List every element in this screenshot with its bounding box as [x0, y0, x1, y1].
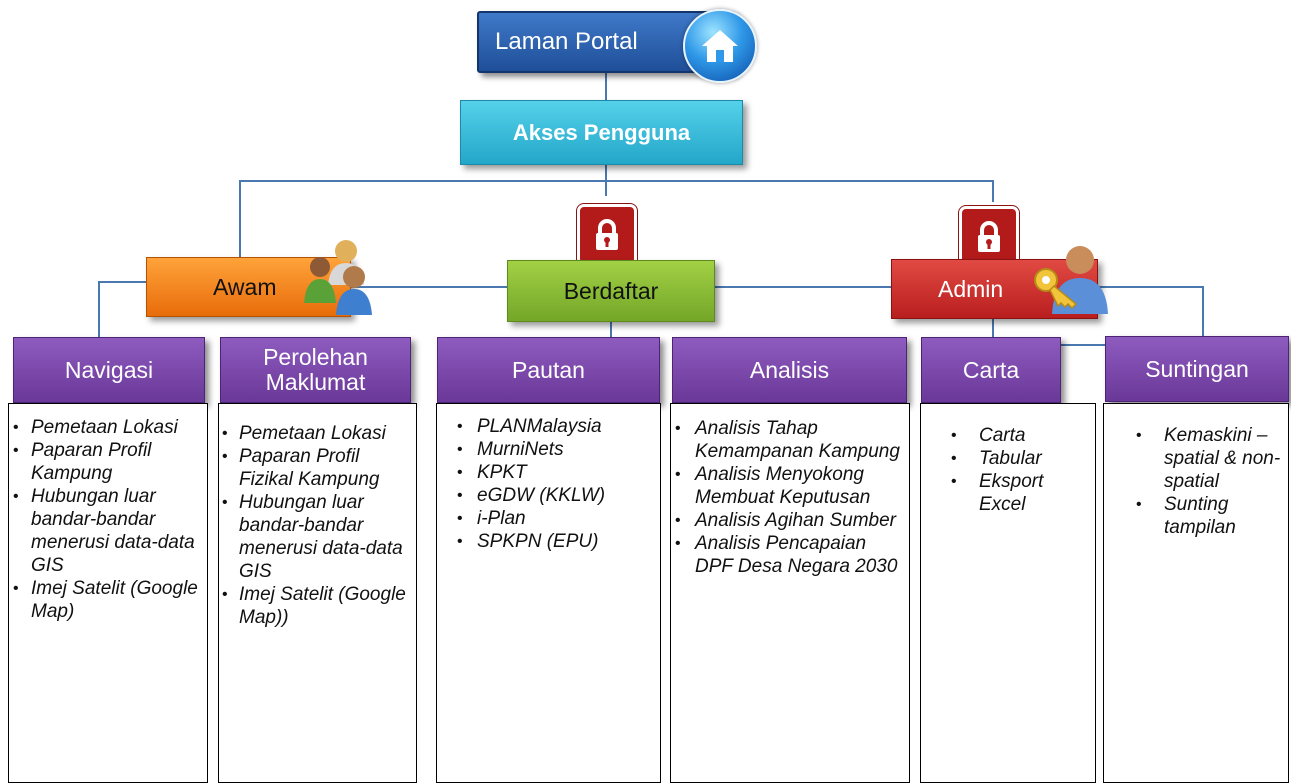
list-item: SPKPN (EPU)	[437, 530, 660, 553]
module-suntingan-header: Suntingan	[1105, 336, 1289, 402]
module-perolehan-header: Perolehan Maklumat	[220, 337, 411, 403]
portal-label: Laman Portal	[495, 28, 638, 55]
module-title: Carta	[962, 356, 1020, 383]
list-item: Kemaskini – spatial & non-spatial	[1104, 424, 1288, 493]
list-item: Tabular	[921, 447, 1095, 470]
module-carta-panel: Carta Tabular Eksport Excel	[920, 403, 1096, 783]
list-item: Analisis Pencapaian DPF Desa Negara 2030	[671, 532, 909, 578]
module-analisis-header: Analisis	[672, 337, 907, 403]
role-registered-label: Berdaftar	[563, 277, 659, 304]
admin-key-icon	[1034, 246, 1108, 314]
module-pautan-header: Pautan	[437, 337, 660, 403]
list-item: Sunting tampilan	[1104, 493, 1288, 539]
access-label: Akses Pengguna	[512, 119, 691, 145]
list-item: Analisis Menyokong Membuat Keputusan	[671, 463, 909, 509]
list-item: MurniNets	[437, 438, 660, 461]
portal-node: Laman Portal	[477, 9, 757, 83]
module-analisis-panel: Analisis Tahap Kemampanan Kampung Analis…	[670, 403, 910, 783]
list-item: PLANMalaysia	[437, 415, 660, 438]
padlock-icon	[577, 204, 637, 266]
module-title: Analisis	[749, 356, 830, 383]
module-title: Pautan	[512, 356, 585, 383]
role-admin-label: Admin	[938, 275, 1004, 302]
list-item: Analisis Tahap Kemampanan Kampung	[671, 417, 909, 463]
module-perolehan-panel: Pemetaan Lokasi Paparan Profil Fizikal K…	[218, 403, 417, 783]
module-navigasi-panel: Pemetaan Lokasi Paparan Profil Kampung H…	[8, 403, 208, 783]
list-item: Analisis Agihan Sumber	[671, 509, 909, 532]
list-item: Imej Satelit (Google Map)	[9, 577, 207, 623]
access-node: Akses Pengguna	[460, 100, 743, 165]
list-item: eGDW (KKLW)	[437, 484, 660, 507]
module-navigasi-header: Navigasi	[13, 337, 205, 403]
module-title: Perolehan Maklumat	[263, 344, 368, 395]
list-item: KPKT	[437, 461, 660, 484]
role-registered: Berdaftar	[507, 260, 715, 322]
list-item: Hubungan luar bandar-bandar menerusi dat…	[219, 491, 416, 583]
list-item: Paparan Profil Fizikal Kampung	[219, 445, 416, 491]
module-pautan-panel: PLANMalaysia MurniNets KPKT eGDW (KKLW) …	[436, 403, 661, 783]
role-public-label: Awam	[213, 273, 277, 300]
module-title: Navigasi	[64, 356, 154, 383]
list-item: Carta	[921, 424, 1095, 447]
user-group-icon	[304, 240, 372, 315]
list-item: Paparan Profil Kampung	[9, 439, 207, 485]
list-item: Eksport Excel	[921, 470, 1095, 516]
list-item: i-Plan	[437, 507, 660, 530]
list-item: Imej Satelit (Google Map))	[219, 583, 416, 629]
list-item: Hubungan luar bandar-bandar menerusi dat…	[9, 485, 207, 577]
module-title: Suntingan	[1145, 355, 1249, 382]
home-icon	[683, 9, 757, 83]
list-item: Pemetaan Lokasi	[219, 422, 416, 445]
module-suntingan-panel: Kemaskini – spatial & non-spatial Suntin…	[1103, 403, 1289, 783]
module-carta-header: Carta	[921, 337, 1061, 403]
list-item: Pemetaan Lokasi	[9, 416, 207, 439]
